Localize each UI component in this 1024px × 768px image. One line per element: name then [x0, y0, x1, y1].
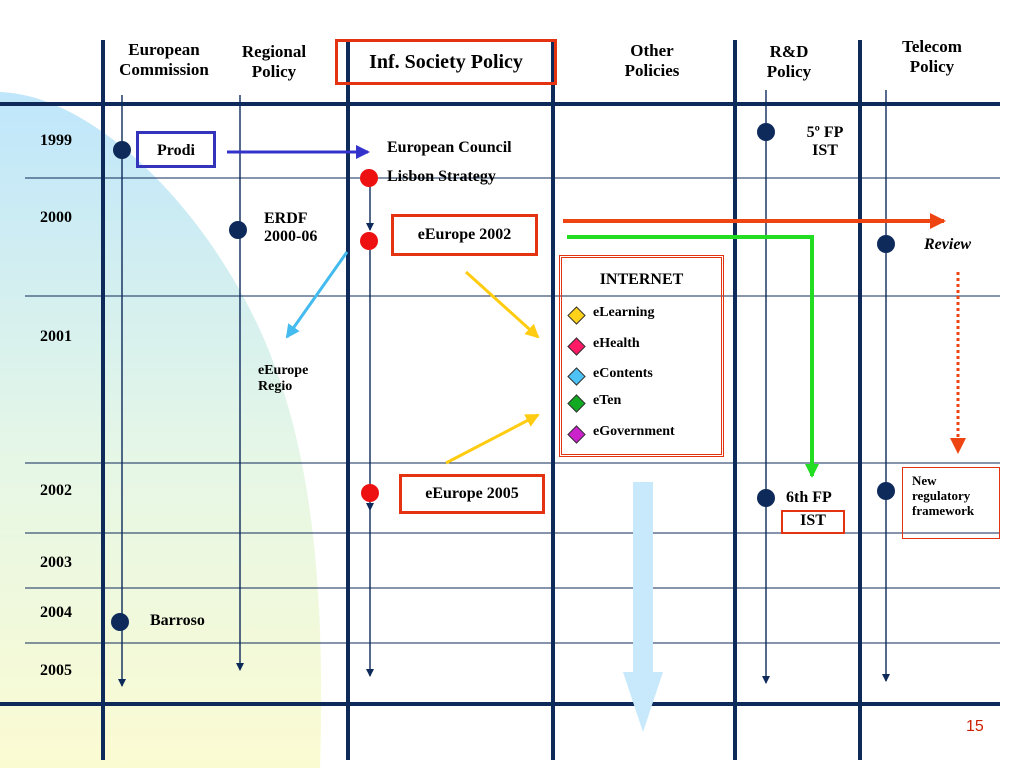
new-regulatory-label: New regulatory framework — [912, 473, 975, 518]
year-2005: 2005 — [40, 662, 72, 679]
header-rd-policy: R&D Policy — [766, 42, 812, 81]
barroso-label: Barroso — [150, 612, 205, 629]
internet-box — [559, 255, 724, 457]
timeline-dots — [111, 123, 895, 631]
year-row-separators — [25, 177, 1000, 644]
internet-title: INTERNET — [599, 271, 684, 288]
year-2002: 2002 — [40, 482, 72, 499]
eeurope-2005-box — [399, 474, 545, 514]
fp6-arrow — [567, 235, 819, 478]
header-inf-society-policy: Inf. Society Policy — [369, 51, 523, 73]
internet-item-label: eGovernment — [593, 424, 675, 439]
prodi-label: Prodi — [157, 142, 195, 159]
prodi-box — [136, 131, 216, 168]
regio-arrow — [285, 251, 349, 339]
internet-arrow-1 — [464, 270, 540, 339]
header-european-commission: European Commission — [119, 40, 209, 79]
new-regulatory-box — [902, 467, 1000, 539]
big-down-arrow — [623, 482, 663, 732]
internet-arrow-2 — [445, 413, 540, 465]
european-council-label: European Council — [387, 139, 512, 156]
header-other-policies: Other Policies — [624, 41, 680, 80]
header-telecom-policy: Telecom Policy — [902, 37, 962, 76]
internet-item-label: eTen — [593, 393, 622, 408]
review-label: Review — [924, 236, 972, 253]
internet-item-label: eContents — [593, 366, 653, 381]
year-2000: 2000 — [40, 209, 72, 226]
page-number: 15 — [966, 718, 984, 735]
year-2004: 2004 — [40, 604, 72, 621]
eeurope-2002-box — [391, 214, 538, 256]
internet-item-label: eLearning — [593, 305, 655, 320]
fp6-ist-box — [781, 510, 845, 534]
eeurope-2002-label: eEurope 2002 — [417, 226, 512, 243]
erdf-label: ERDF 2000-06 — [264, 210, 318, 246]
fp6-ist-label: IST — [800, 512, 826, 529]
fp6-label: 6th FP — [786, 489, 832, 506]
header-regional-policy: Regional Policy — [241, 42, 307, 81]
internet-item-label: eHealth — [593, 336, 640, 351]
column-separators — [101, 40, 862, 760]
lisbon-strategy-label: Lisbon Strategy — [387, 168, 496, 185]
eeurope-regio-label: eEurope Regio — [258, 363, 309, 395]
inf-society-policy-box — [335, 39, 557, 85]
eeurope-2005-label: eEurope 2005 — [425, 485, 519, 502]
timeline-arrows — [118, 90, 890, 687]
fp5-ist-label: 5º FP IST — [806, 124, 844, 160]
year-2001: 2001 — [40, 328, 72, 345]
year-1999: 1999 — [40, 132, 72, 149]
year-2003: 2003 — [40, 554, 72, 571]
